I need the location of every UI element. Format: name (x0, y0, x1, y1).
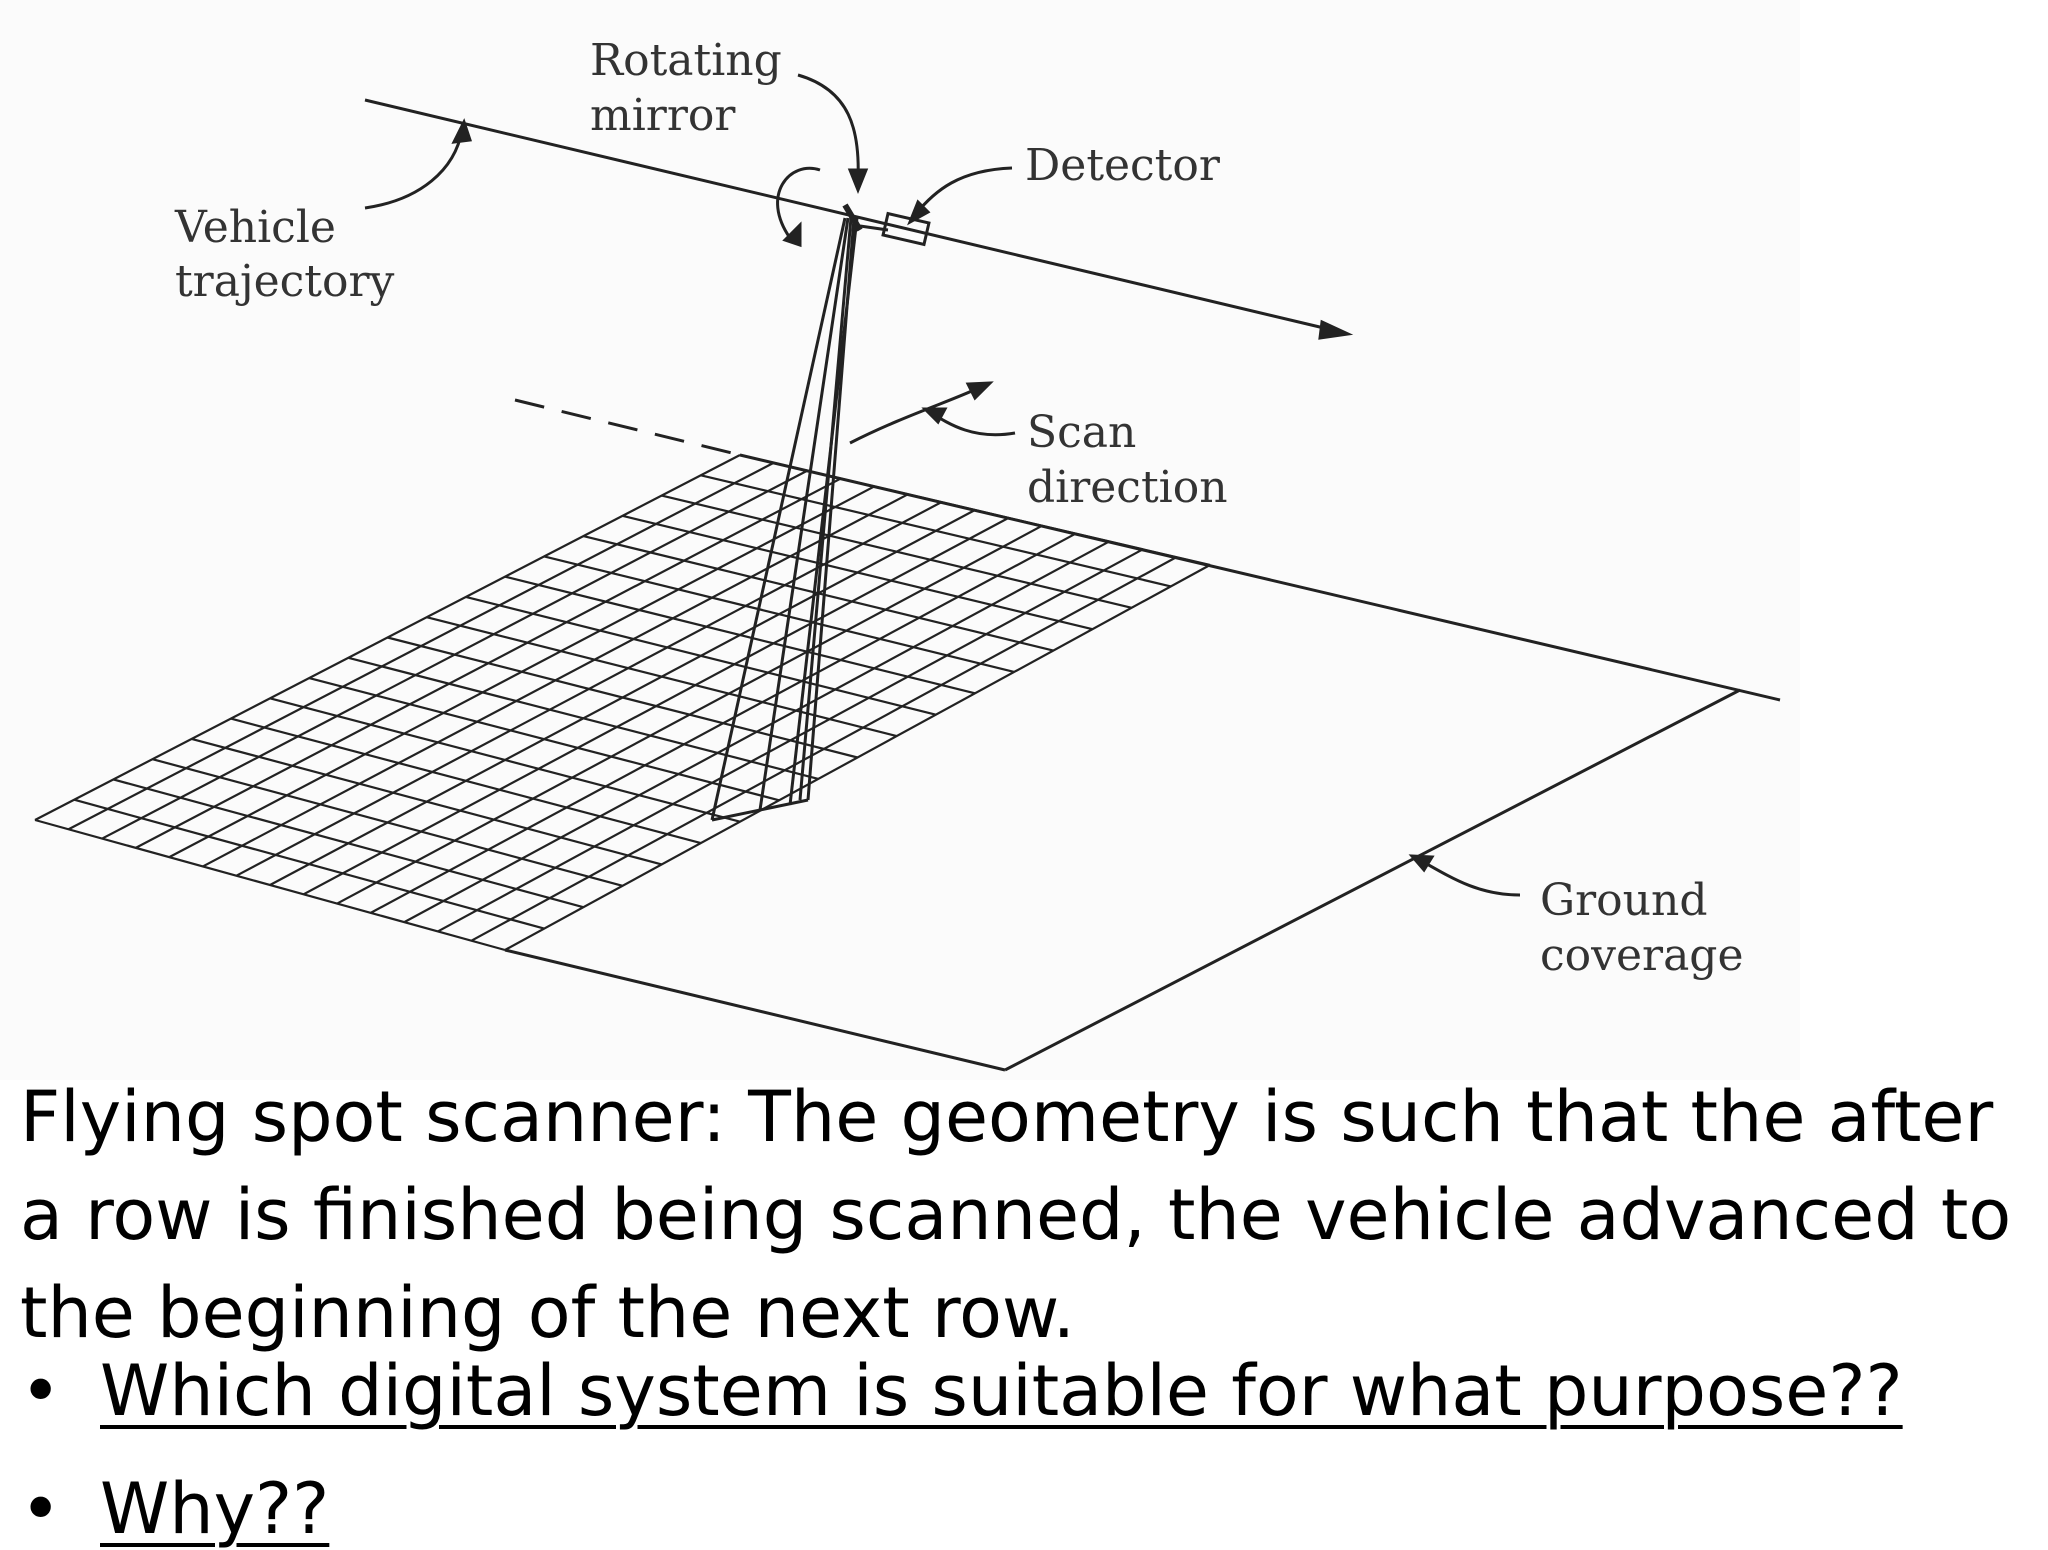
grid-column-line (504, 564, 1211, 951)
caption-paragraph: Flying spot scanner: The geometry is suc… (20, 1076, 2012, 1354)
detector-leader-arrowhead (907, 199, 931, 226)
label-direction-line2: direction (1027, 462, 1228, 513)
label-trajectory-line2: trajectory (175, 256, 394, 307)
trajectory-leader (364, 129, 464, 210)
detector-leader (913, 166, 1013, 216)
grid-column-line (336, 524, 1043, 905)
label-mirror-line2: mirror (590, 90, 736, 141)
ground-coverage-leader (1419, 858, 1521, 897)
grid-column-line (303, 516, 1010, 896)
mirror-leader-arrowhead (847, 168, 869, 195)
grid-column-line (168, 485, 875, 859)
label-detector: Detector (1025, 140, 1221, 191)
grid-column-line (135, 477, 842, 849)
rotation-arrow (776, 166, 821, 239)
grid-column-line (68, 461, 775, 831)
flying-spot-scanner-figure: Rotating mirror Vehicle trajectory Detec… (34, 35, 1781, 1072)
rotating-mirror-shape (842, 203, 863, 232)
trajectory-leader-arrowhead (451, 118, 473, 144)
bullet-question-why: Why?? (100, 1468, 330, 1550)
label-scan-line1: Scan (1027, 407, 1136, 458)
grid-column-line (470, 556, 1177, 942)
scan-direction-arrow (849, 383, 986, 445)
dashed-scan-line (514, 398, 741, 457)
label-vehicle-line1: Vehicle (174, 202, 336, 253)
bullet-question-purpose: Which digital system is suitable for wha… (100, 1350, 1903, 1432)
ground-pixel-grid (34, 453, 1211, 952)
scan-beam (710, 217, 859, 822)
bullet-symbol: • (20, 1350, 62, 1432)
bullet-symbol: • (20, 1468, 62, 1550)
scan-direction-arrowhead (965, 381, 994, 401)
mirror-leader (797, 73, 860, 181)
bullet-item: • Which digital system is suitable for w… (20, 1350, 1903, 1432)
grid-column-line (202, 493, 909, 868)
label-ground-line1: Ground (1540, 875, 1708, 926)
label-coverage-line2: coverage (1540, 930, 1744, 981)
ground-leader-arrowhead (1408, 854, 1435, 873)
scanner-diagram: Rotating mirror Vehicle trajectory Detec… (34, 35, 1781, 1072)
bullet-item: • Why?? (20, 1468, 329, 1550)
scan-leader-arrowhead (921, 407, 948, 425)
detector-box (881, 211, 931, 247)
trajectory-arrowhead (1318, 319, 1354, 340)
coverage-right-edge (1004, 688, 1741, 1072)
grid-column-line (403, 540, 1110, 924)
grid-column-line (235, 501, 942, 877)
grid-column-line (437, 548, 1144, 933)
grid-column-line (34, 454, 741, 821)
detector-link (859, 224, 889, 232)
grid-column-line (101, 469, 808, 840)
label-rotating-line1: Rotating (590, 35, 782, 86)
grid-column-line (269, 509, 976, 886)
grid-column-line (370, 532, 1077, 914)
coverage-bottom-edge (504, 948, 1006, 1072)
rotation-arrowhead (782, 221, 802, 248)
